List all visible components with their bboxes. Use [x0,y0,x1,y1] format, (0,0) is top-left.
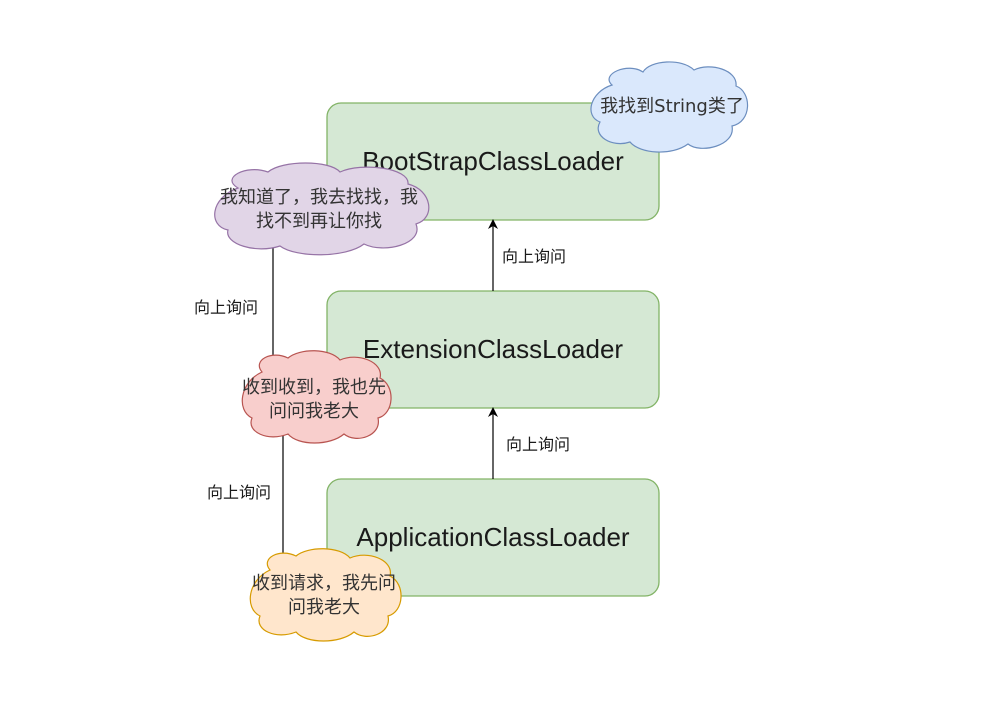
cloud-know-text-line2: 找不到再让你找 [256,211,382,232]
cloud-received-text-line1: 收到收到，我也先 [242,377,386,398]
edge-label-ext-to-boot: 向上询问 [502,247,566,266]
cloud-received-text-line2: 问问我老大 [269,401,359,422]
bootstrap-label: BootStrapClassLoader [362,146,624,176]
cloud-request-text-line2: 问我老大 [288,597,360,618]
cloud-know[interactable]: 我知道了，我去找找，我 找不到再让你找 [214,162,430,256]
extension-label: ExtensionClassLoader [363,334,623,364]
application-box[interactable]: ApplicationClassLoader [326,478,660,597]
cloud-found-text: 我找到String类了 [600,96,744,117]
cloud-found[interactable]: 我找到String类了 [590,61,749,153]
application-label: ApplicationClassLoader [356,522,630,552]
cloud-request[interactable]: 收到请求，我先问 问我老大 [249,548,402,642]
edge-label-left-lower: 向上询问 [207,483,271,502]
cloud-received[interactable]: 收到收到，我也先 问问我老大 [241,350,392,444]
cloud-request-text-line1: 收到请求，我先问 [252,573,396,594]
extension-box[interactable]: ExtensionClassLoader [326,290,660,409]
edge-label-left-upper: 向上询问 [194,298,258,317]
edge-label-app-to-ext: 向上询问 [506,435,570,454]
cloud-know-text-line1: 我知道了，我去找找，我 [220,187,418,208]
